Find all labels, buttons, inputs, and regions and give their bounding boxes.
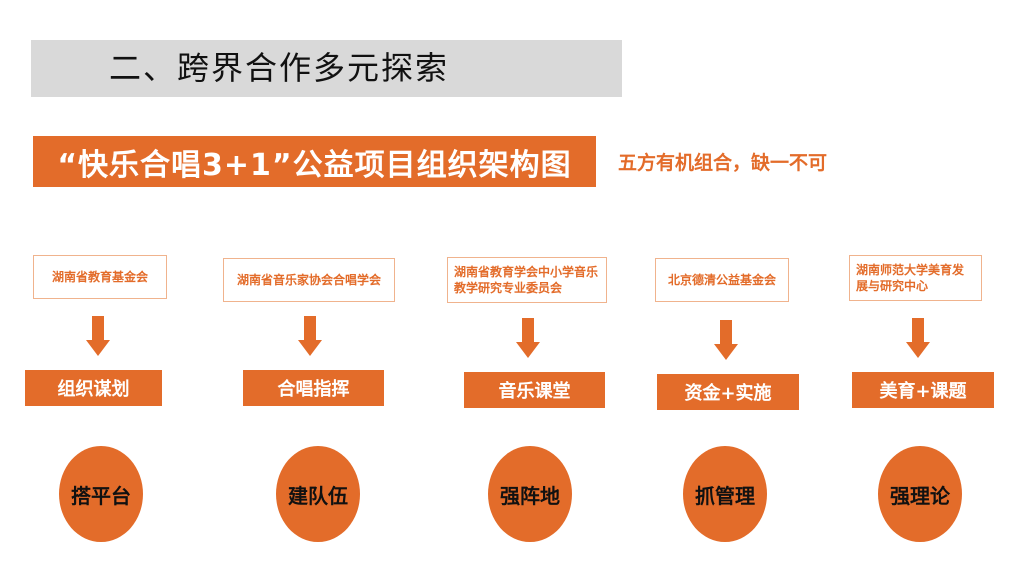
goal-label-4: 抓管理 <box>695 483 755 508</box>
goal-circle-4: 抓管理 <box>683 446 767 542</box>
goal-circle-5: 强理论 <box>878 446 962 542</box>
down-arrow-icon <box>86 316 110 356</box>
org-name-5: 湖南师范大学美育发展与研究中心 <box>856 263 965 293</box>
org-box-3: 湖南省教育学会中小学音乐教学研究专业委员会 <box>447 257 607 303</box>
role-bar-4: 资金+实施 <box>657 374 799 410</box>
section-header: 二、跨界合作多元探索 <box>31 40 622 97</box>
goal-label-1: 搭平台 <box>71 483 131 508</box>
down-arrow-icon <box>906 318 930 358</box>
org-name-1: 湖南省教育基金会 <box>51 270 148 284</box>
down-arrow-icon <box>714 320 738 360</box>
role-label-2: 合唱指挥 <box>277 379 350 400</box>
goal-circle-2: 建队伍 <box>276 446 360 542</box>
org-box-5: 湖南师范大学美育发展与研究中心 <box>849 255 982 301</box>
role-bar-5: 美育+课题 <box>852 372 994 408</box>
org-box-4: 北京德清公益基金会 <box>655 258 789 302</box>
org-name-4: 北京德清公益基金会 <box>667 273 776 287</box>
goal-label-5: 强理论 <box>890 483 950 508</box>
down-arrow-icon <box>516 318 540 358</box>
org-box-2: 湖南省音乐家协会合唱学会 <box>223 258 395 302</box>
down-arrow-icon <box>298 316 322 356</box>
org-name-3: 湖南省教育学会中小学音乐教学研究专业委员会 <box>454 265 599 295</box>
role-bar-2: 合唱指挥 <box>243 370 384 406</box>
goal-circle-3: 强阵地 <box>488 446 572 542</box>
role-label-1: 组织谋划 <box>57 379 130 400</box>
role-bar-3: 音乐课堂 <box>464 372 605 408</box>
role-label-4: 资金+实施 <box>684 383 772 404</box>
role-label-3: 音乐课堂 <box>498 381 571 402</box>
goal-label-2: 建队伍 <box>288 483 348 508</box>
org-name-2: 湖南省音乐家协会合唱学会 <box>236 273 381 287</box>
section-title: 二、跨界合作多元探索 <box>109 49 450 87</box>
org-box-1: 湖南省教育基金会 <box>33 255 167 299</box>
diagram-title-bar: “快乐合唱3+1”公益项目组织架构图 <box>33 136 596 187</box>
diagram-subtitle: 五方有机组合，缺一不可 <box>618 152 828 174</box>
role-bar-1: 组织谋划 <box>25 370 162 406</box>
goal-label-3: 强阵地 <box>500 483 560 508</box>
goal-circle-1: 搭平台 <box>59 446 143 542</box>
role-label-5: 美育+课题 <box>879 381 967 402</box>
diagram-title: “快乐合唱3+1”公益项目组织架构图 <box>57 147 572 183</box>
